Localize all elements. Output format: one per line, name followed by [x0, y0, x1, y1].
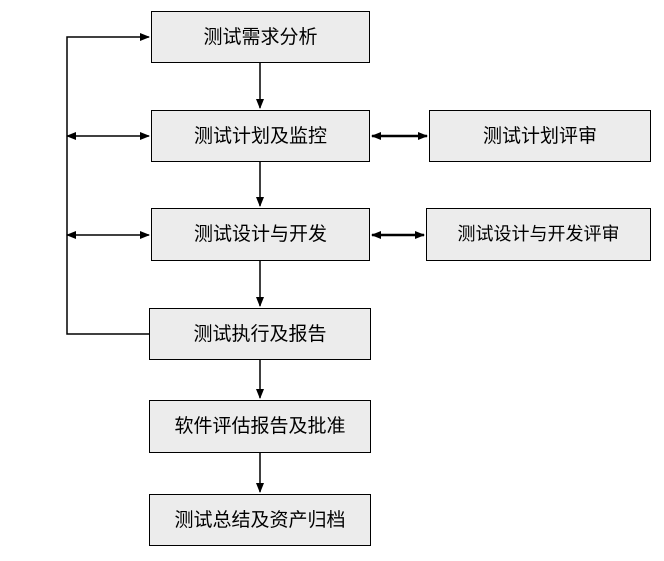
node-label: 测试需求分析: [203, 25, 318, 48]
node-label: 测试计划评审: [482, 124, 597, 147]
node-summary-archive: 测试总结及资产归档: [149, 494, 371, 546]
node-execution-report: 测试执行及报告: [149, 308, 371, 360]
node-plan-review: 测试计划评审: [429, 110, 651, 162]
node-label: 软件评估报告及批准: [174, 415, 346, 437]
node-design-development: 测试设计与开发: [151, 208, 370, 261]
node-label: 测试计划及监控: [193, 124, 327, 147]
node-test-planning: 测试计划及监控: [151, 110, 370, 162]
node-evaluation-approval: 软件评估报告及批准: [149, 400, 371, 453]
node-design-review: 测试设计与开发评审: [426, 208, 651, 261]
node-label: 测试执行及报告: [193, 322, 327, 345]
node-label: 测试总结及资产归档: [174, 508, 346, 531]
node-requirements-analysis: 测试需求分析: [151, 11, 370, 63]
node-label: 测试设计与开发: [193, 223, 327, 245]
feedback-loop-line: [66, 33, 150, 335]
node-label: 测试设计与开发评审: [457, 223, 620, 245]
